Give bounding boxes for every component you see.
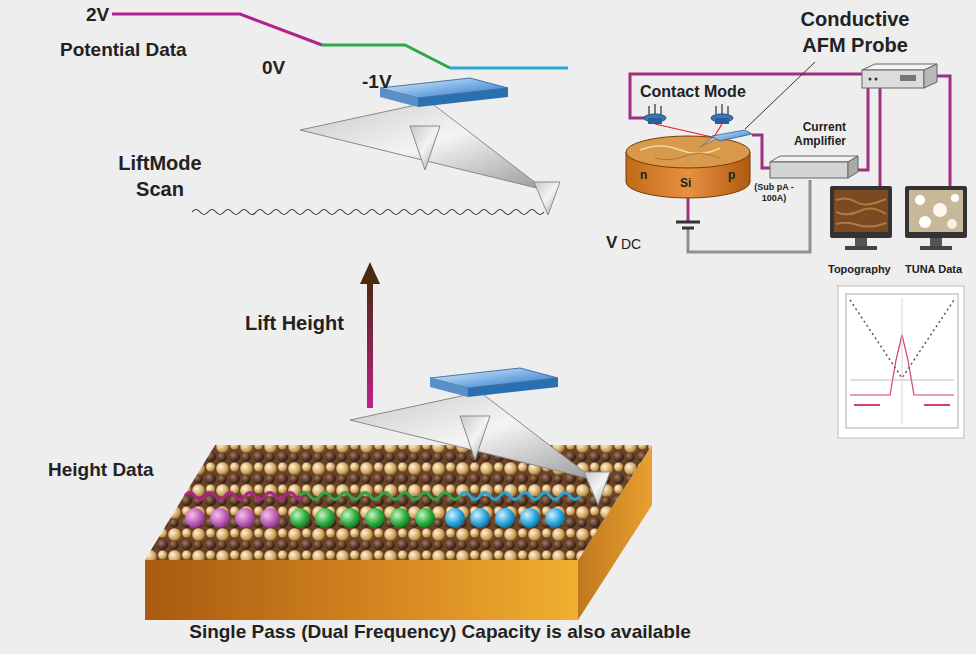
si-wafer-top — [626, 136, 750, 168]
bias-subscript: DC — [621, 235, 641, 253]
current-amplifier — [770, 156, 858, 178]
detector-wire — [630, 74, 862, 118]
height-trace-magenta — [185, 493, 300, 500]
amplifier-label: Current Amplifier — [770, 120, 846, 148]
monitor-topography — [830, 186, 892, 250]
liftmode-trace — [192, 210, 544, 215]
sample-atoms — [145, 445, 652, 560]
photodetector — [711, 104, 733, 124]
height-trace-green — [300, 493, 460, 500]
laser-beam — [655, 124, 712, 137]
lift-arrow-head — [360, 262, 380, 284]
monitor-label: Topography — [828, 262, 891, 276]
lift-arrow-shaft — [367, 282, 373, 408]
caption: Single Pass (Dual Frequency) Capacity is… — [189, 620, 691, 645]
sample-front — [145, 560, 578, 620]
leader-line — [745, 62, 815, 129]
small-probe-chip — [712, 130, 752, 141]
voltage-label: 2V — [86, 3, 109, 28]
arrow-label: Lift Height — [245, 310, 344, 336]
monitor-wire — [937, 76, 950, 186]
monitor-tuna — [905, 186, 967, 250]
material-label: Si — [680, 176, 691, 192]
bias-symbol: V — [606, 232, 617, 254]
axis-title: Potential Data — [60, 38, 187, 63]
iv-curve-inset — [838, 286, 964, 438]
trace-label: Height Data — [48, 458, 154, 483]
battery-plate — [676, 221, 700, 224]
height-trace-cyan — [460, 493, 580, 500]
battery-plate — [682, 227, 694, 230]
afm-probe-lifted — [300, 78, 560, 215]
range-label: (Sub pA - 100A) — [748, 182, 800, 204]
controller-box — [862, 64, 937, 88]
photodetector — [644, 104, 666, 124]
scan-label: LiftMode Scan — [100, 150, 220, 202]
monitor-wire — [879, 88, 882, 186]
probe-label: Conductive AFM Probe — [790, 6, 920, 58]
potential-step-0v — [322, 45, 450, 68]
mode-label: Contact Mode — [640, 82, 746, 103]
doping-label: n — [640, 168, 647, 184]
marked-atoms — [185, 508, 565, 528]
monitor-label: TUNA Data — [905, 262, 962, 276]
voltage-label: 0V — [262, 56, 285, 81]
probe-wire — [752, 135, 770, 168]
voltage-label: -1V — [362, 70, 392, 95]
afm-probe-contact — [350, 368, 610, 505]
bias-wire — [687, 196, 690, 222]
doping-label: p — [728, 168, 735, 184]
potential-step-minus1v — [450, 67, 568, 70]
